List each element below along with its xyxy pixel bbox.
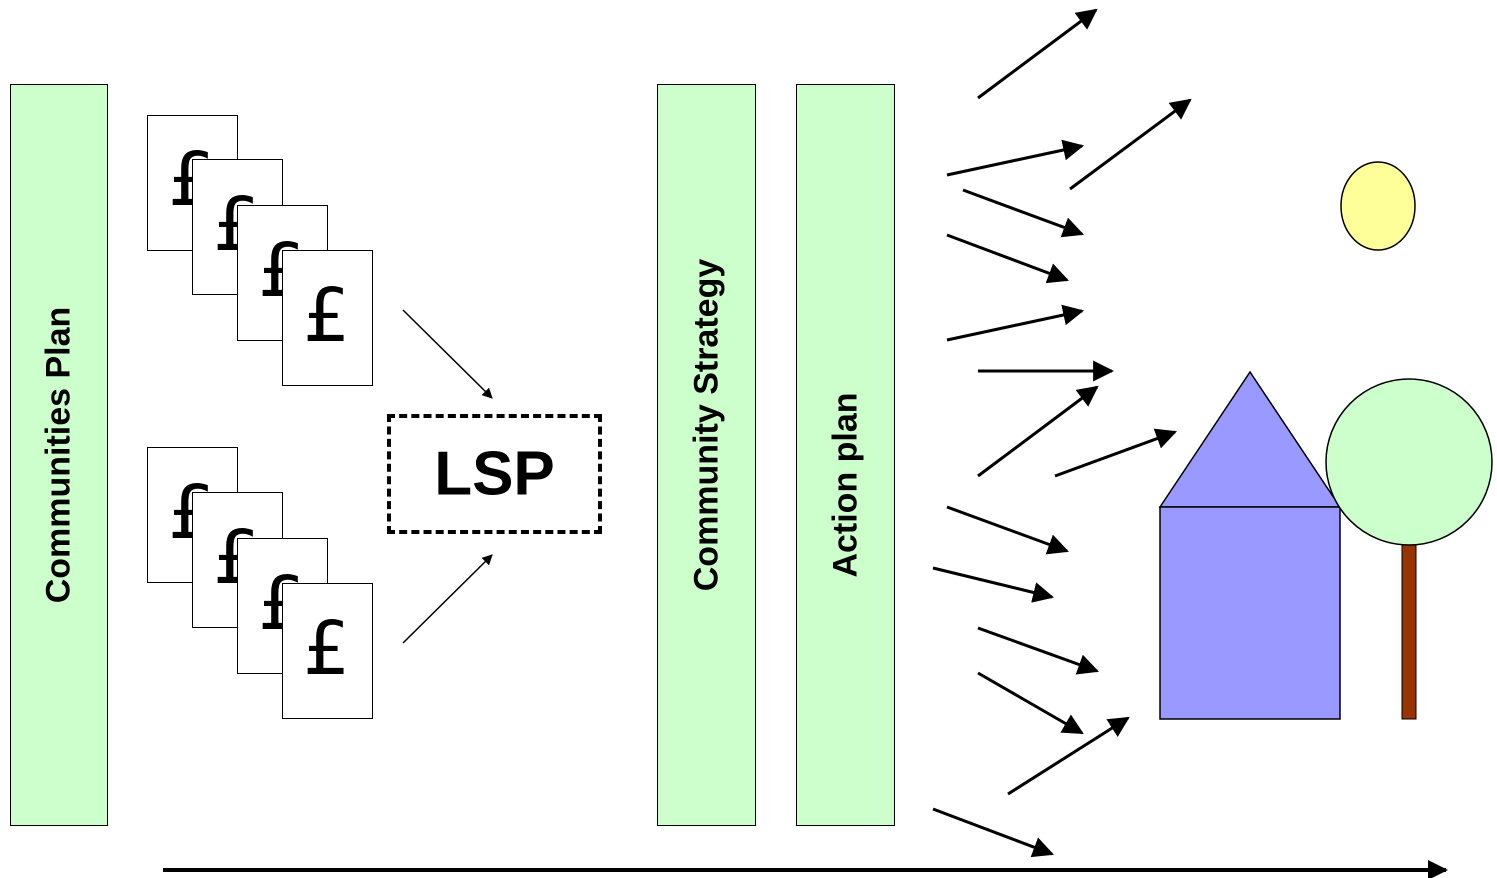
house-body [1159,506,1341,720]
outcome-arrow [946,139,1085,177]
outcome-arrow [932,807,1054,858]
tree-canopy [1325,378,1493,546]
outcome-arrow [977,626,1099,675]
outcome-arrow [946,304,1085,342]
outcome-arrow [977,8,1098,100]
outcome-arrow [1007,716,1130,796]
outcome-arrow [977,671,1084,735]
community-strategy-bar: Community Strategy [657,84,756,826]
outcome-arrow [1069,98,1192,191]
tree-trunk [1401,539,1417,720]
sun-shape [1340,161,1416,251]
outcome-arrow [946,505,1069,555]
outcome-arrow [946,233,1069,284]
outcome-arrow [932,566,1055,603]
lsp-label: LSP [434,439,555,509]
outcome-arrow [977,385,1099,478]
pound-icon: £ [303,606,351,692]
money-to-lsp-arrow [402,554,493,644]
pound-icon: £ [303,273,351,359]
banknote [282,250,373,386]
lsp-box: LSP [387,414,602,534]
house-roof [1158,370,1342,508]
outcome-arrow [962,188,1084,238]
communities-plan-bar: Communities Plan [10,84,108,826]
money-to-lsp-arrow [402,309,493,399]
outcome-arrow [1054,428,1177,478]
outcome-arrows [932,8,1192,858]
action-plan-bar: Action plan [796,84,895,826]
banknote [282,583,373,719]
